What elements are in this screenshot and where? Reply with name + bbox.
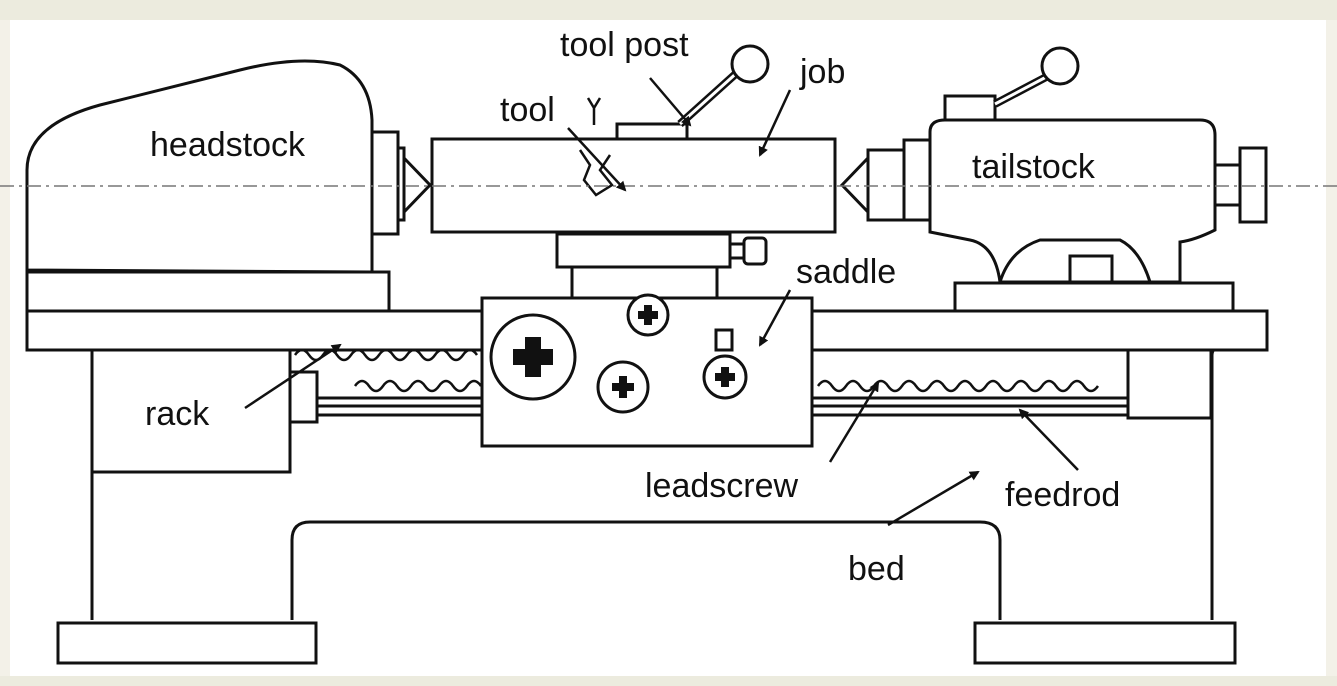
label-headstock: headstock: [150, 126, 305, 164]
headstock: [25, 59, 374, 274]
tailstock-lever: [993, 46, 1080, 108]
label-tool-post: tool post: [560, 26, 689, 64]
tool-post-lever: [677, 44, 770, 127]
label-job: job: [800, 53, 846, 91]
label-saddle: saddle: [796, 253, 897, 291]
label-tool: tool: [500, 91, 555, 129]
rack-housing: [90, 348, 292, 474]
knob-crosses: [513, 305, 735, 398]
right-support: [1126, 348, 1213, 420]
label-tailstock: tailstock: [972, 148, 1095, 186]
tailstock: [928, 118, 1217, 284]
tool: [578, 149, 614, 197]
label-leadscrew: leadscrew: [645, 467, 799, 505]
label-feedrod: feedrod: [1005, 476, 1121, 514]
threads: [293, 348, 1100, 393]
label-rack: rack: [145, 395, 210, 433]
tool-post: [615, 122, 689, 141]
label-bed: bed: [848, 550, 905, 588]
label-arrows: [244, 77, 1079, 527]
